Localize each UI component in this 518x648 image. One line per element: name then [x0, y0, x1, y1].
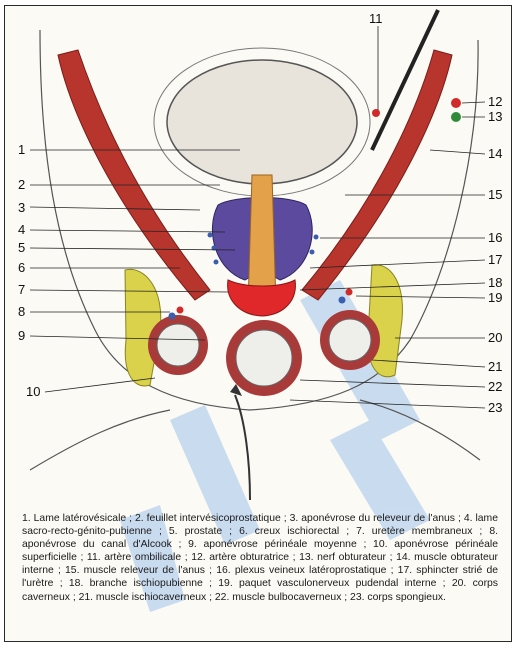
- corpus-cavernosum-left: [148, 315, 208, 375]
- pudendal-bundle-left-artery: [177, 307, 184, 314]
- callout-3: 3: [18, 201, 25, 214]
- pudendal-bundle-vein: [339, 297, 346, 304]
- callout-10: 10: [26, 385, 40, 398]
- callout-13: 13: [488, 110, 502, 123]
- callout-20: 20: [488, 331, 502, 344]
- obturator-artery: [451, 98, 461, 108]
- callout-5: 5: [18, 241, 25, 254]
- callout-23: 23: [488, 401, 502, 414]
- callout-19: 19: [488, 291, 502, 304]
- callout-2: 2: [18, 178, 25, 191]
- callout-14: 14: [488, 147, 502, 160]
- callout-18: 18: [488, 276, 502, 289]
- callout-9: 9: [18, 329, 25, 342]
- callout-16: 16: [488, 231, 502, 244]
- obturator-nerve: [451, 112, 461, 122]
- corpus-cavernosum-right: [320, 310, 380, 370]
- bladder: [167, 60, 357, 184]
- callout-15: 15: [488, 188, 502, 201]
- pudendal-bundle-left-vein: [169, 313, 176, 320]
- callout-11: 11: [369, 12, 383, 25]
- figure-caption: 1. Lame latérovésicale ; 2. feuillet int…: [22, 512, 498, 604]
- callout-12: 12: [488, 95, 502, 108]
- callout-21: 21: [488, 360, 502, 373]
- callout-1: 1: [18, 143, 25, 156]
- corpus-spongiosum: [226, 320, 302, 396]
- callout-6: 6: [18, 261, 25, 274]
- umbilical-artery: [372, 109, 380, 117]
- callout-4: 4: [18, 223, 25, 236]
- callout-7: 7: [18, 283, 25, 296]
- callout-22: 22: [488, 380, 502, 393]
- pudendal-bundle-artery: [346, 289, 353, 296]
- callout-8: 8: [18, 305, 25, 318]
- callout-17: 17: [488, 253, 502, 266]
